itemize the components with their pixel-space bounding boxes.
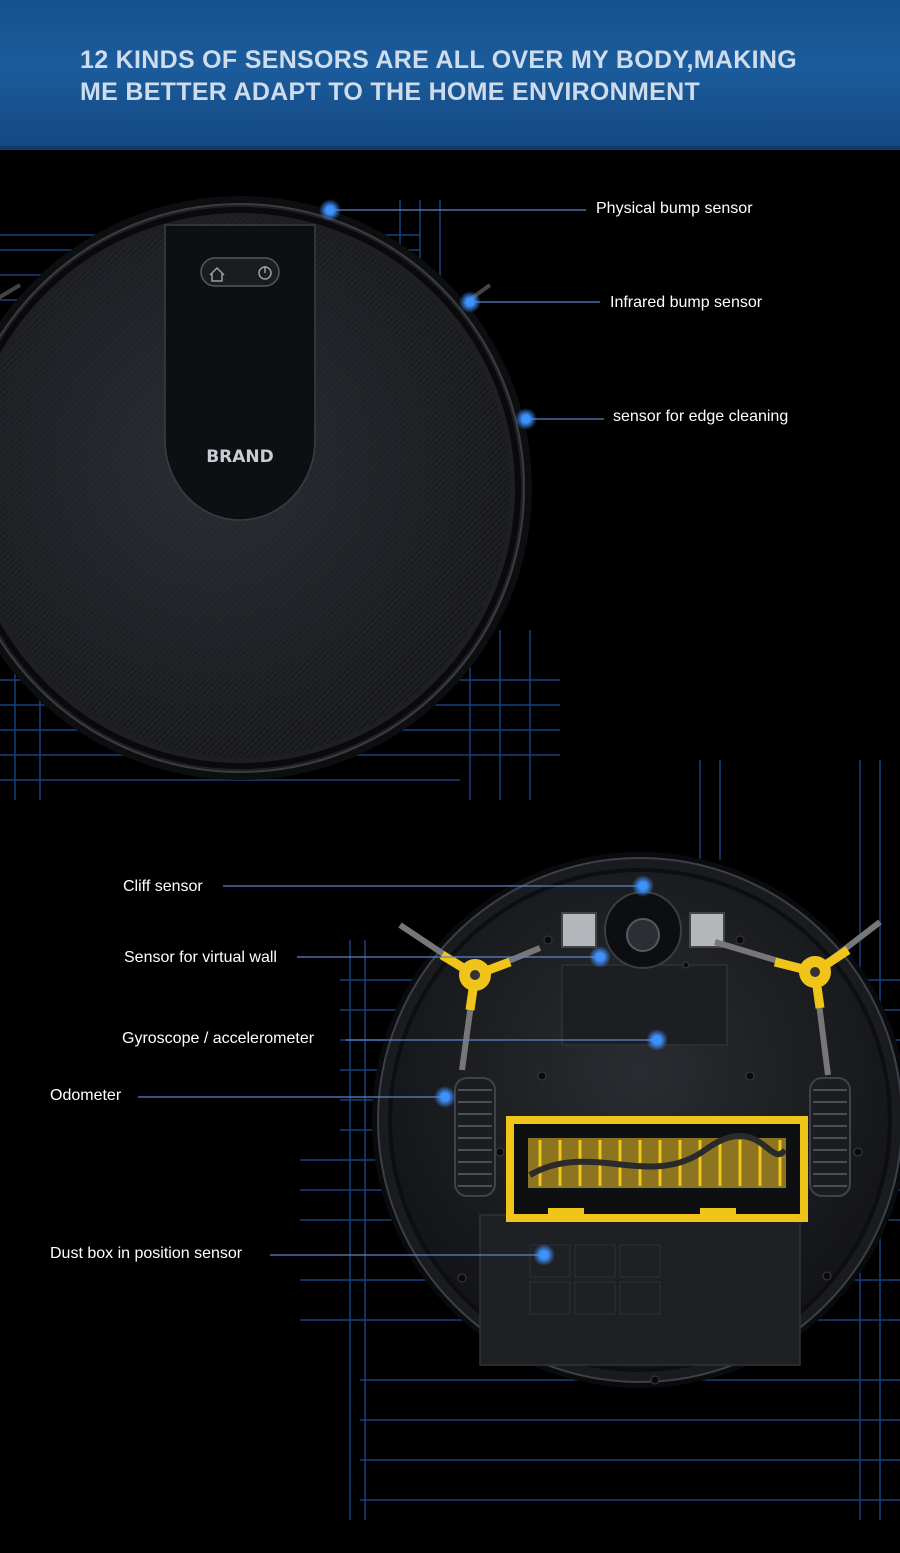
wheel-right	[809, 1077, 851, 1197]
robot-bottom-view	[372, 852, 900, 1388]
side-brush-right	[714, 919, 882, 1076]
button-panel	[200, 257, 280, 287]
top-sensor-pointers	[330, 209, 604, 420]
power-icon[interactable]	[258, 266, 272, 280]
headline-line-2: ME BETTER ADAPT TO THE HOME ENVIRONMENT	[80, 78, 701, 106]
side-brush-left	[398, 922, 542, 1071]
label-odometer: Odometer	[50, 1087, 122, 1104]
page-headline: 12 KINDS OF SENSORS ARE ALL OVER MY BODY…	[80, 44, 840, 108]
label-cliff-sensor: Cliff sensor	[123, 878, 203, 895]
label-physical-bump-sensor: Physical bump sensor	[596, 200, 753, 217]
label-gyroscope: Gyroscope / accelerometer	[122, 1030, 315, 1047]
dust-box	[479, 1214, 801, 1366]
label-edge-cleaning-sensor: sensor for edge cleaning	[613, 408, 789, 425]
label-infrared-bump-sensor: Infrared bump sensor	[610, 294, 763, 311]
bottom-sensor-pointers	[138, 885, 657, 1256]
wheel-left	[454, 1077, 496, 1197]
header-banner	[0, 0, 900, 150]
robot-top-view: BRAND	[0, 196, 532, 780]
top-sensor-dots	[319, 199, 537, 430]
label-dust-box-sensor: Dust box in position sensor	[50, 1245, 243, 1262]
cliff-window-left	[561, 912, 597, 948]
label-virtual-wall-sensor: Sensor for virtual wall	[124, 949, 277, 966]
home-icon[interactable]	[209, 266, 225, 282]
battery-cover	[561, 964, 728, 1046]
brand-label: BRAND	[206, 447, 274, 467]
headline-line-1: 12 KINDS OF SENSORS ARE ALL OVER MY BODY…	[80, 46, 797, 74]
bottom-sensor-dots	[434, 875, 668, 1266]
main-brush	[506, 1116, 808, 1222]
top-panel	[164, 224, 316, 521]
